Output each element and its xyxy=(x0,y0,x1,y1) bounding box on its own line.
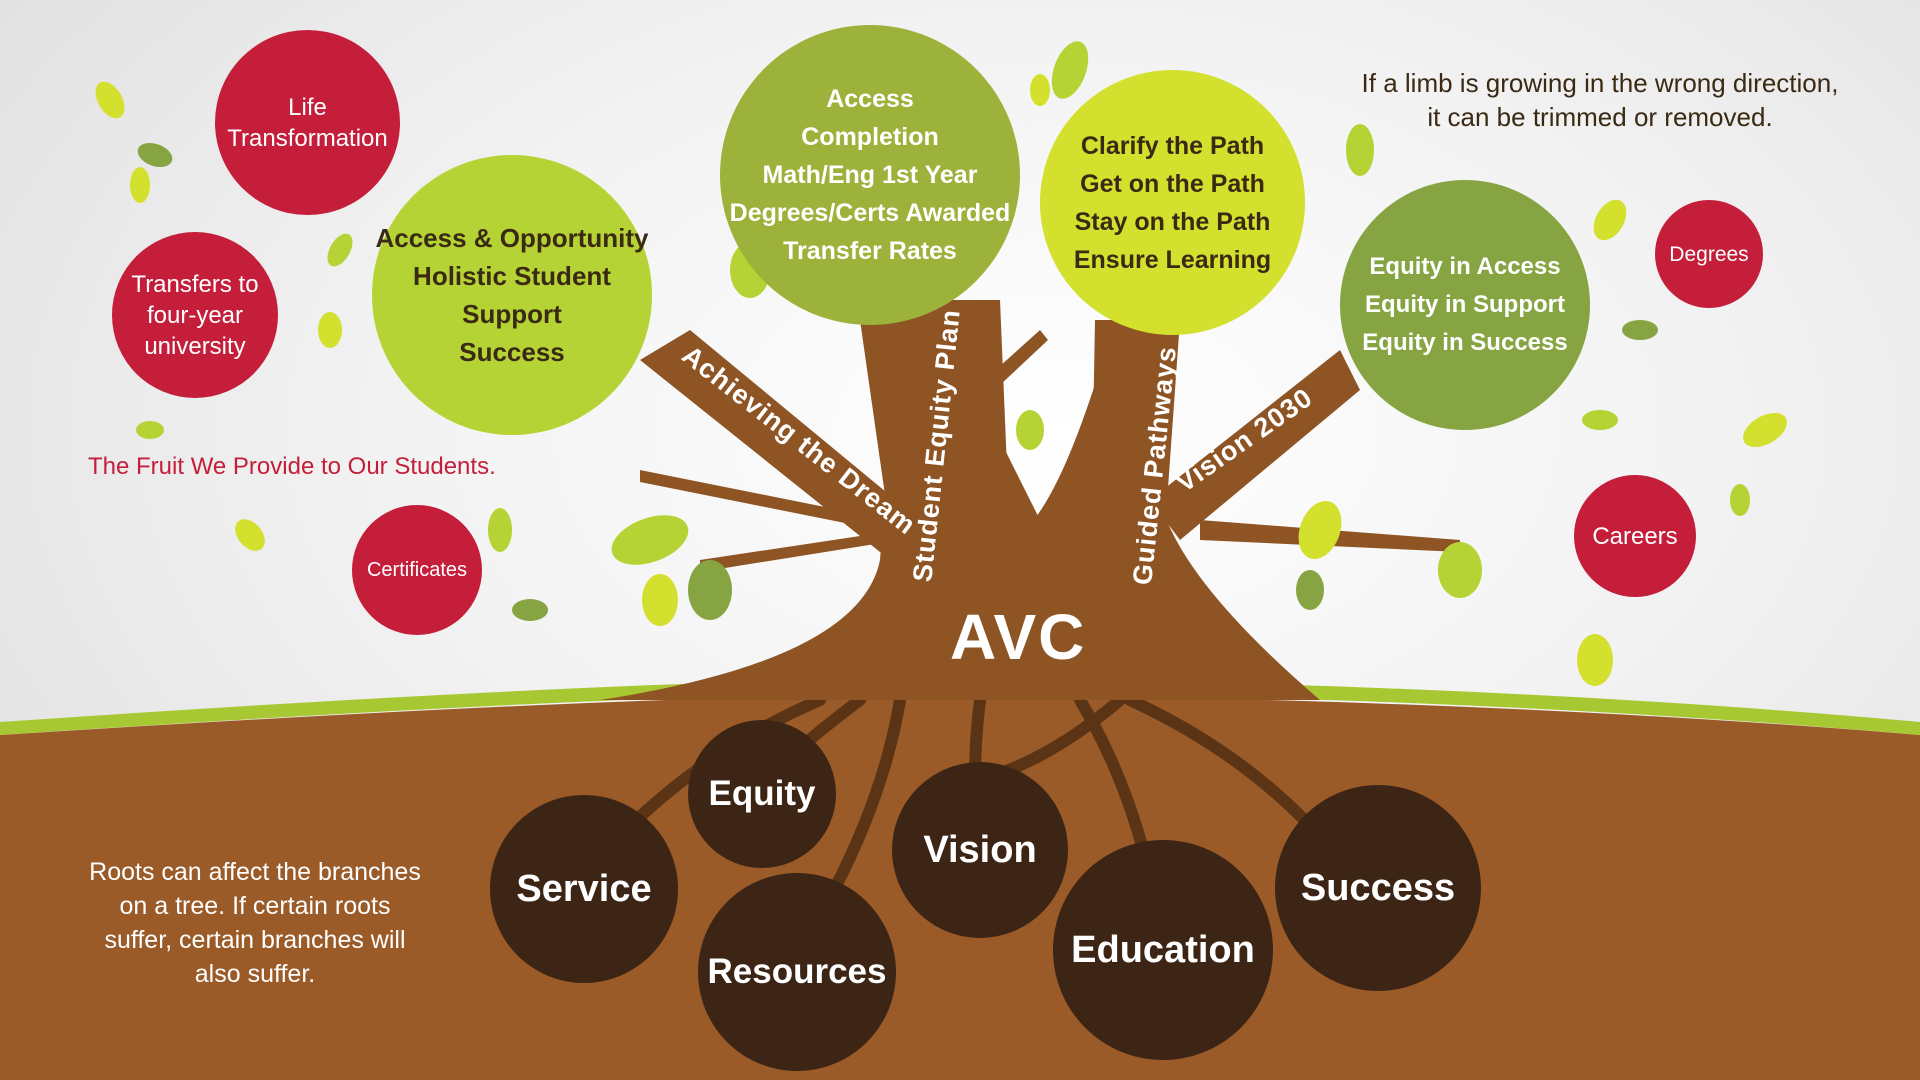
fruit-life-transformation: Life Transformation xyxy=(215,30,400,215)
canopy-line: Equity in Support xyxy=(1365,291,1565,318)
fruit-line: Degrees xyxy=(1669,242,1749,266)
root-education: Education xyxy=(1053,840,1273,1060)
fruit-caption: The Fruit We Provide to Our Students. xyxy=(88,453,496,480)
root-vision: Vision xyxy=(892,762,1068,938)
roots-note-line: suffer, certain branches will xyxy=(104,926,406,954)
fruit-careers: Careers xyxy=(1574,475,1696,597)
canopy-circle-student-equity-plan: Access Completion Math/Eng 1st Year Degr… xyxy=(720,25,1020,325)
root-label: Success xyxy=(1300,866,1456,909)
canopy-line: Clarify the Path xyxy=(1080,131,1265,160)
canopy-line: Transfer Rates xyxy=(783,237,957,265)
canopy-line: Math/Eng 1st Year xyxy=(762,161,978,189)
canopy-line: Access xyxy=(826,85,914,113)
fruit-line: Life xyxy=(288,93,327,121)
canopy-line: Degrees/Certs Awarded xyxy=(729,199,1011,227)
limb-note-line: If a limb is growing in the wrong direct… xyxy=(1361,68,1839,98)
roots-note-line: on a tree. If certain roots xyxy=(119,892,391,920)
fruit-line: Careers xyxy=(1592,522,1678,550)
root-label: Service xyxy=(516,867,652,910)
fruit-line: university xyxy=(144,332,246,360)
fruit-line: four-year xyxy=(146,301,244,329)
root-success: Success xyxy=(1275,785,1481,991)
canopy-circle-guided-pathways: Clarify the Path Get on the Path Stay on… xyxy=(1040,70,1305,335)
canopy-line: Access & Opportunity xyxy=(375,223,649,253)
root-label: Education xyxy=(1071,928,1255,971)
limb-note-line: it can be trimmed or removed. xyxy=(1427,102,1773,132)
canopy-line: Stay on the Path xyxy=(1074,207,1271,236)
grass-line xyxy=(0,678,1920,735)
root-service: Service xyxy=(490,795,678,983)
fruit-transfers: Transfers to four-year university xyxy=(112,232,278,398)
trunk-label-avc: AVC xyxy=(950,601,1087,673)
canopy-line: Equity in Success xyxy=(1362,329,1568,356)
root-label: Vision xyxy=(923,828,1037,871)
canopy-line: Equity in Access xyxy=(1369,253,1561,280)
canopy-line: Ensure Learning xyxy=(1073,245,1272,274)
roots-note-line: Roots can affect the branches xyxy=(89,858,421,886)
canopy-line: Holistic Student Support xyxy=(413,261,611,329)
fruit-line: Transfers to xyxy=(131,270,259,298)
canopy-circle-achieving-the-dream: Access & Opportunity Holistic Student Su… xyxy=(372,155,652,435)
trunk xyxy=(600,300,1460,700)
root-label: Equity xyxy=(708,774,816,813)
limb-note: If a limb is growing in the wrong direct… xyxy=(1320,66,1880,134)
fruit-line: Transformation xyxy=(227,124,388,152)
roots-note-line: also suffer. xyxy=(194,960,316,988)
roots-note: Roots can affect the branches on a tree.… xyxy=(55,855,455,991)
root-label: Resources xyxy=(707,952,887,991)
root-resources: Resources xyxy=(698,873,896,1071)
canopy-circle-vision-2030: Equity in Access Equity in Support Equit… xyxy=(1340,180,1590,430)
fruit-line: Certificates xyxy=(366,558,468,581)
fruit-certificates: Certificates xyxy=(352,505,482,635)
root-equity: Equity xyxy=(688,720,836,868)
fruit-degrees: Degrees xyxy=(1655,200,1763,308)
canopy-line: Get on the Path xyxy=(1080,169,1265,198)
canopy-line: Completion xyxy=(801,123,939,151)
canopy-line: Success xyxy=(459,337,565,367)
